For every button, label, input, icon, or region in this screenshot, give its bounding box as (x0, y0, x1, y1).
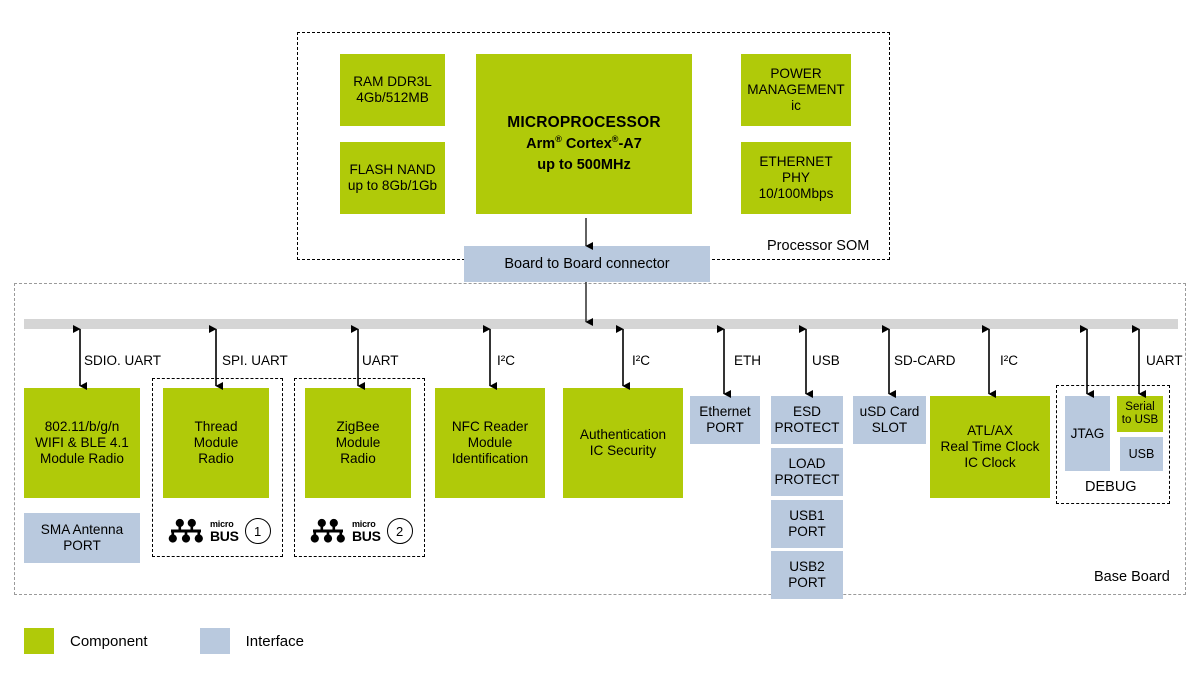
legend: Component Interface (24, 628, 356, 654)
microbus-icon (310, 518, 345, 543)
microprocessor-line-1: MICROPROCESSOR (507, 113, 661, 131)
bus-label-sd-card: SD-CARD (894, 353, 956, 368)
block-authentication-ic: Authentication IC Security (563, 388, 683, 498)
block-usb1-port: USB1 PORT (771, 500, 843, 548)
block-wifi-ble-module: 802.11/b/g/n WIFI & BLE 4.1 Module Radio (24, 388, 140, 498)
microbus-1-badge: micro BUS 1 (168, 518, 271, 544)
base-board-frame (14, 283, 1186, 595)
block-zigbee-module-radio: ZigBee Module Radio (305, 388, 411, 498)
bus-label-uart: UART (362, 353, 399, 368)
microprocessor-line-3: up to 500MHz (537, 157, 631, 173)
block-ethernet-port: Ethernet PORT (690, 396, 760, 444)
microbus-number: 1 (244, 518, 271, 544)
block-sma-antenna-port: SMA Antenna PORT (24, 513, 140, 563)
block-usd-card-slot: uSD Card SLOT (853, 396, 926, 444)
block-thread-module-radio: Thread Module Radio (163, 388, 269, 498)
legend-swatch-component (24, 628, 54, 654)
block-usb2-port: USB2 PORT (771, 551, 843, 599)
bus-label-uart-debug: UART (1146, 353, 1183, 368)
block-nfc-reader-module: NFC Reader Module Identification (435, 388, 545, 498)
block-serial-to-usb: Serial to USB (1117, 396, 1163, 432)
block-flash-nand: FLASH NAND up to 8Gb/1Gb (340, 142, 445, 214)
bus-label-i2c-nfc: I²C (497, 353, 515, 368)
debug-frame (1056, 385, 1170, 504)
debug-label: DEBUG (1085, 479, 1137, 495)
processor-som-label: Processor SOM (767, 238, 870, 254)
block-board-to-board-connector: Board to Board connector (464, 246, 710, 282)
block-load-protect: LOAD PROTECT (771, 448, 843, 496)
block-ethernet-phy: ETHERNET PHY 10/100Mbps (741, 142, 851, 214)
legend-label-component: Component (70, 632, 148, 650)
bus-label-spi-uart: SPI. UART (222, 353, 288, 368)
legend-label-interface: Interface (245, 632, 304, 650)
bus-label-eth: ETH (734, 353, 761, 368)
legend-swatch-interface (199, 628, 230, 654)
block-esd-protect: ESD PROTECT (771, 396, 843, 444)
block-microprocessor: MICROPROCESSOR Arm® Cortex®-A7 up to 500… (476, 54, 692, 214)
system-bus-bar (24, 319, 1178, 329)
block-ram-ddr3l: RAM DDR3L 4Gb/512MB (340, 54, 445, 126)
block-jtag: JTAG (1065, 396, 1110, 471)
base-board-label: Base Board (1094, 569, 1170, 585)
microbus-wordmark: micro BUS (352, 518, 381, 544)
bus-label-usb: USB (812, 353, 840, 368)
block-power-management-ic: POWER MANAGEMENT ic (741, 54, 851, 126)
microbus-number: 2 (386, 518, 413, 544)
microprocessor-line-2: Arm® Cortex®-A7 (526, 134, 642, 153)
block-rtc-ic-clock: ATL/AX Real Time Clock IC Clock (930, 396, 1050, 498)
bus-label-i2c-auth: I²C (632, 353, 650, 368)
microbus-icon (168, 518, 203, 543)
block-usb: USB (1120, 437, 1163, 471)
bus-label-sdio-uart: SDIO. UART (84, 353, 162, 368)
microbus-2-badge: micro BUS 2 (310, 518, 413, 544)
bus-label-i2c-rtc: I²C (1000, 353, 1018, 368)
microbus-wordmark: micro BUS (210, 518, 239, 544)
